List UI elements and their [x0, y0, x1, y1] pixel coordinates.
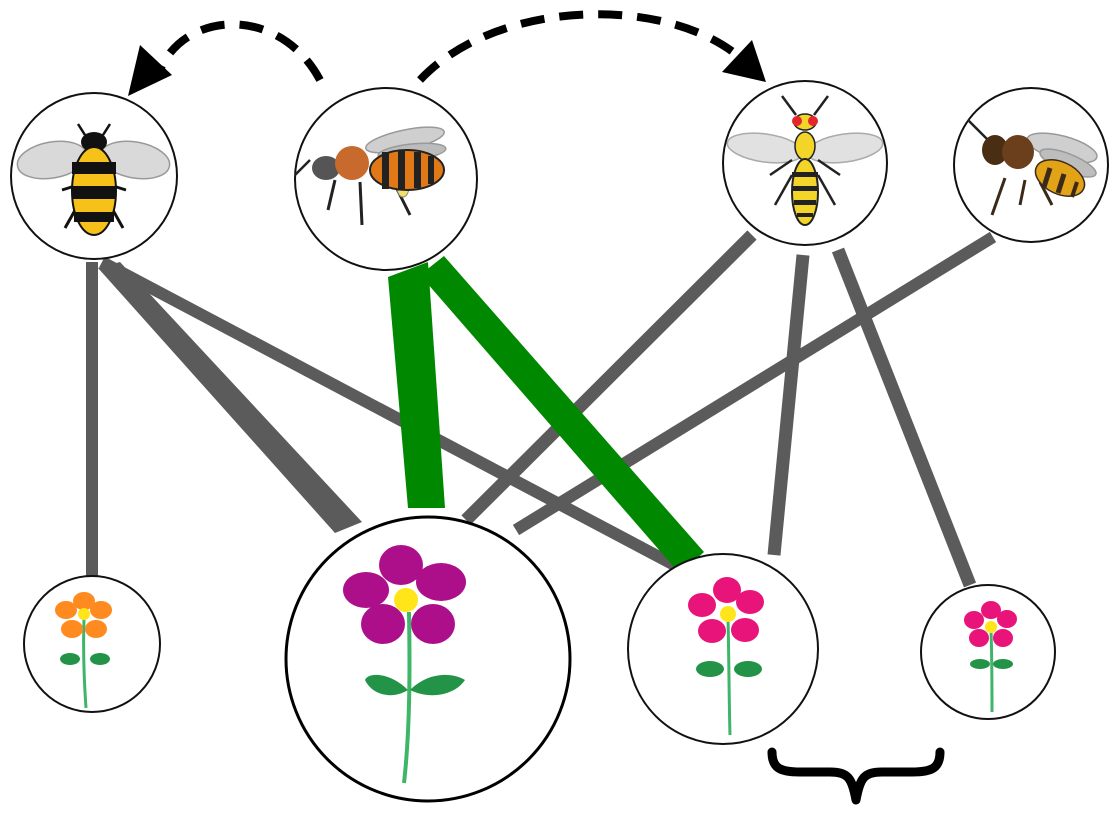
- link-wasp-small-pink-flower: [831, 247, 977, 588]
- link-wasp-pink-flower: [767, 254, 810, 556]
- flower-node-orange-flower: [23, 575, 161, 713]
- link-wasp-purple-flower: [461, 230, 757, 525]
- arrowhead-wasp: [722, 40, 766, 82]
- link-honeybee-purple-flower: [512, 231, 997, 536]
- flower-node-small-pink-flower: [920, 584, 1056, 720]
- link-solitary-bee-pink-flower: [420, 256, 704, 574]
- arrowhead-bumblebee: [128, 45, 172, 96]
- pink-flower-icon: [688, 577, 764, 736]
- flower-node-pink-flower: [627, 553, 819, 745]
- small-pink-flower-icon: [964, 601, 1017, 713]
- curly-brace: [767, 747, 945, 805]
- pollinator-node-solitary-bee: [294, 87, 478, 271]
- pollinator-node-wasp: [722, 80, 888, 246]
- purple-flower-icon: [343, 545, 466, 784]
- link-bumblebee-pink-flower: [99, 256, 683, 574]
- interaction-links: [86, 230, 997, 588]
- competition-arrows: [156, 10, 751, 83]
- link-bumblebee-purple-flower: [98, 262, 362, 533]
- link-solitary-bee-purple-flower: [388, 262, 445, 508]
- arrow-solitary-bee-to-wasp: [417, 10, 751, 83]
- orange-flower-icon: [55, 592, 112, 709]
- pollinator-node-honeybee: [953, 87, 1109, 243]
- arrow-solitary-bee-to-bumblebee: [156, 20, 324, 82]
- solitary-bee-icon: [294, 126, 447, 226]
- bumblebee-icon: [16, 123, 171, 236]
- flower-node-purple-flower: [284, 515, 572, 803]
- pollinator-node-bumblebee: [10, 92, 178, 260]
- honeybee-icon: [967, 119, 1098, 216]
- wasp-icon: [726, 95, 884, 226]
